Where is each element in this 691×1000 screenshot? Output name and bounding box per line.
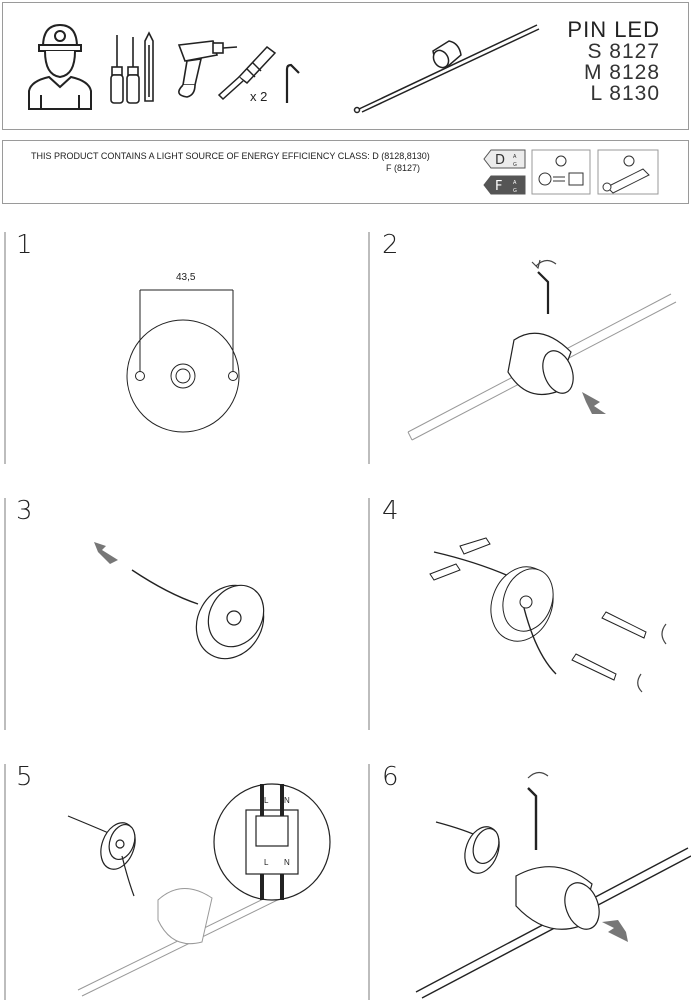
step-number: 5 — [16, 762, 33, 792]
step-number: 1 — [16, 230, 33, 260]
energy-line-1: THIS PRODUCT CONTAINS A LIGHT SOURCE OF … — [31, 151, 430, 161]
svg-text:D: D — [495, 153, 505, 168]
product-title: PIN LED S 8127 M 8128 L 8130 — [567, 17, 660, 105]
energy-badge-d: D A G — [483, 149, 526, 169]
remove-lamp-body-drawing — [407, 259, 677, 441]
product-lamp-icon — [353, 24, 540, 114]
svg-text:A: A — [513, 180, 517, 186]
step-number: 4 — [382, 496, 399, 526]
fixing-plate-drawing — [429, 537, 667, 693]
svg-text:F: F — [495, 179, 502, 194]
step-3: 3 — [0, 494, 345, 730]
model-m: M 8128 — [583, 61, 660, 84]
svg-text:A: A — [513, 154, 517, 160]
hex-key-icon — [285, 63, 300, 103]
screw-count: x 2 — [250, 89, 268, 104]
step-number: 2 — [382, 230, 399, 260]
terminal-label-n-bottom: N — [284, 858, 290, 867]
wall-plug-icon — [217, 45, 277, 101]
energy-line-2: F (8127) — [386, 163, 421, 173]
drill-icon — [177, 40, 238, 98]
svg-text:G: G — [513, 162, 517, 168]
energy-panel: THIS PRODUCT CONTAINS A LIGHT SOURCE OF … — [2, 140, 689, 204]
brand-name: PIN LED — [567, 17, 660, 42]
energy-text: THIS PRODUCT CONTAINS A LIGHT SOURCE OF … — [31, 150, 430, 174]
replace-by-technician-icon — [597, 149, 659, 195]
terminal-label-l-bottom: L — [264, 858, 269, 867]
terminal-label-n-top: N — [284, 796, 290, 805]
energy-badge-f: F A G — [483, 175, 526, 195]
svg-text:G: G — [513, 188, 517, 194]
dimension-label: 43,5 — [176, 272, 196, 283]
step-number: 6 — [382, 762, 399, 792]
terminal-label-l-top: L — [264, 796, 269, 805]
replaceable-light-source-icon — [531, 149, 591, 195]
step-number: 3 — [16, 496, 33, 526]
header-panel: x 2 PIN LED S 8127 M 8128 L 8130 — [2, 2, 689, 130]
technician-icon — [28, 23, 92, 110]
cable-insertion-drawing — [94, 542, 265, 660]
step-6: 6 — [346, 760, 691, 1000]
step-4: 4 — [346, 494, 691, 730]
mounting-plate-drawing — [126, 289, 240, 433]
model-l: L 8130 — [590, 82, 660, 105]
step-5: 5 L N L N — [0, 760, 345, 1000]
step-1: 1 43,5 — [0, 228, 345, 464]
screwdrivers-icon — [110, 31, 154, 104]
model-s: S 8127 — [587, 40, 660, 63]
wiring-drawing — [67, 783, 331, 997]
reattach-lamp-body-drawing — [415, 771, 691, 999]
step-2: 2 — [346, 228, 691, 464]
